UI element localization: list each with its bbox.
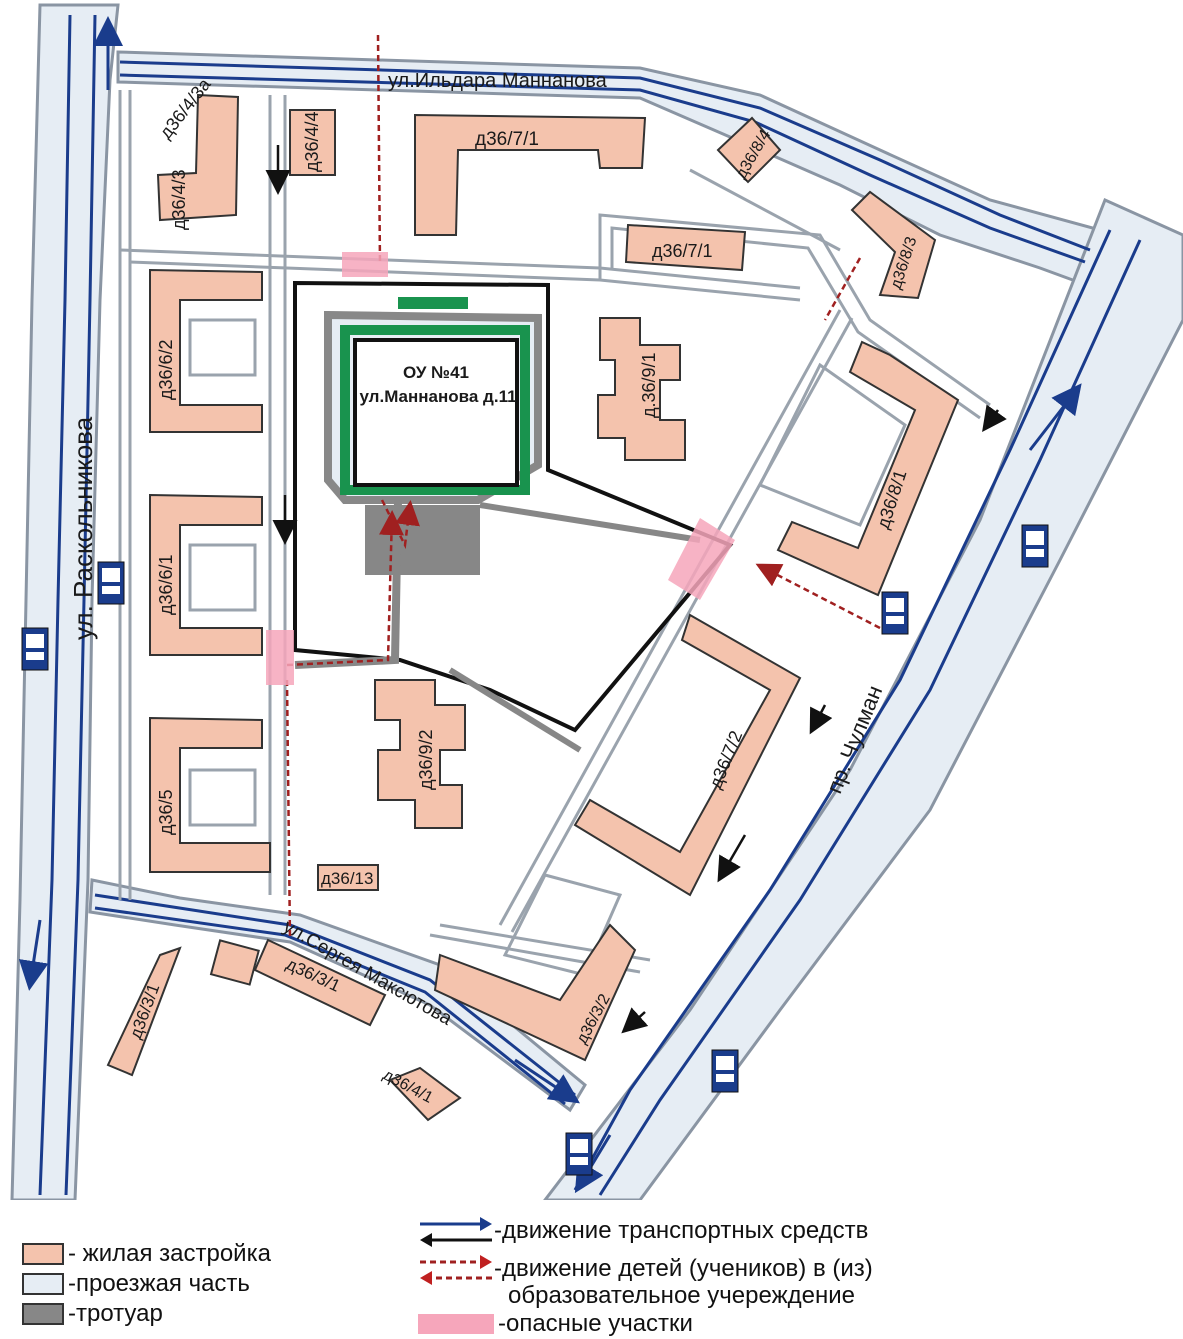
legend-children-label: -движение детей (учеников) в (из) — [494, 1255, 873, 1282]
label-36-7-1-south: д36/7/1 — [652, 241, 713, 261]
school-yard-sidewalk — [365, 505, 480, 575]
street-mannanova: ул.Ильдара Маннанова — [388, 70, 608, 92]
building-36-5 — [149, 716, 271, 873]
bus-stop-icon — [21, 627, 49, 671]
building-36-8-1 — [776, 340, 960, 597]
building-36-6-2 — [149, 268, 263, 433]
danger-zone-north — [342, 252, 388, 277]
label-36-4-3: д36/4/3 — [169, 169, 189, 230]
roadway-swatch — [22, 1273, 64, 1295]
school-green-border — [340, 325, 530, 495]
building-36-3-1-long — [253, 938, 387, 1027]
building-36-3-2 — [433, 923, 637, 1062]
label-36-9-1: д.36/9/1 — [639, 352, 659, 418]
label-36-3-1-west: д36/3/1 — [126, 981, 163, 1041]
residential-buildings — [106, 93, 960, 1122]
building-36-8-3 — [850, 190, 937, 300]
building-36-4-4 — [289, 109, 336, 176]
school-area-map: ОУ №41 ул.Маннанова д.11 д36/4/3а д36/4/… — [10, 3, 1183, 1200]
school-address: ул.Маннанова д.11 — [359, 387, 516, 406]
building-36-9-2 — [374, 679, 466, 829]
legend-roadway: -проезжая часть — [22, 1270, 250, 1298]
label-36-6-1: д36/6/1 — [156, 554, 176, 615]
school-path-south — [448, 667, 582, 753]
danger-zones — [266, 252, 735, 685]
legend: - жилая застройка -проезжая часть -троту… — [0, 1200, 1183, 1339]
legend-residential: - жилая застройка — [22, 1240, 271, 1268]
bus-stops — [21, 524, 1049, 1176]
danger-zone-east — [668, 518, 735, 600]
building-36-7-1-north — [414, 113, 647, 236]
bus-stop-icon — [1021, 524, 1049, 568]
bus-stop-icon — [565, 1132, 593, 1176]
legend-children-label-2: образовательное учереждение — [508, 1282, 855, 1309]
building-36-6-1 — [149, 493, 263, 656]
legend-vehicles-label: -движение транспортных средств — [494, 1217, 869, 1244]
street-raskolnikova: ул. Раскольникова — [68, 416, 98, 640]
school-green-strip — [398, 297, 468, 309]
school-fence — [293, 280, 734, 733]
legend-children-cont: образовательное учереждение — [508, 1282, 855, 1310]
label-36-5: д36/5 — [156, 789, 176, 835]
label-36-9-2: д36/9/2 — [416, 729, 436, 790]
danger-swatch — [418, 1314, 494, 1334]
legend-residential-label: - жилая застройка — [68, 1240, 271, 1267]
school-building — [353, 338, 519, 487]
lane-lines — [38, 14, 1142, 1196]
building-36-9-1 — [597, 317, 686, 461]
pedestrian-arrows — [265, 145, 1007, 1034]
label-36-6-2: д36/6/2 — [156, 339, 176, 400]
building-36-3-1-west — [106, 946, 182, 1077]
label-36-7-1-north: д36/7/1 — [475, 129, 539, 150]
building-36-13 — [317, 864, 379, 891]
label-36-4-4: д36/4/4 — [302, 111, 322, 172]
danger-zone-west — [266, 630, 294, 685]
legend-danger-label: -опасные участки — [498, 1310, 693, 1337]
sidewalk-swatch — [22, 1303, 64, 1325]
building-36-3-1-small — [209, 939, 260, 986]
vehicle-arrows — [18, 16, 1082, 1194]
legend-roadway-label: -проезжая часть — [68, 1270, 250, 1297]
label-36-13: д36/13 — [321, 869, 373, 888]
children-route-arrows-icon — [420, 1255, 492, 1285]
building-36-8-4 — [716, 116, 782, 184]
legend-children: -движение детей (учеников) в (из) — [418, 1252, 873, 1286]
building-36-7-1-south — [624, 223, 747, 272]
school-name: ОУ №41 — [403, 363, 469, 382]
building-36-4-1 — [388, 1066, 462, 1122]
bus-stop-icon — [97, 561, 125, 605]
vehicle-arrows-icon — [420, 1217, 492, 1247]
legend-danger: -опасные участки — [418, 1310, 693, 1338]
legend-sidewalk-label: -тротуар — [68, 1300, 163, 1327]
road-raskolnikova — [10, 3, 120, 1200]
residential-swatch — [22, 1243, 64, 1265]
building-36-7-2 — [573, 613, 802, 897]
building-36-4-3a — [156, 93, 240, 222]
legend-sidewalk: -тротуар — [22, 1300, 163, 1328]
school-path-east — [479, 502, 701, 543]
children-routes — [285, 34, 881, 941]
school-territory: ОУ №41 ул.Маннанова д.11 — [293, 280, 734, 753]
bus-stop-icon — [711, 1049, 739, 1093]
legend-vehicles: -движение транспортных средств — [418, 1214, 868, 1248]
bus-stop-icon — [881, 591, 909, 635]
